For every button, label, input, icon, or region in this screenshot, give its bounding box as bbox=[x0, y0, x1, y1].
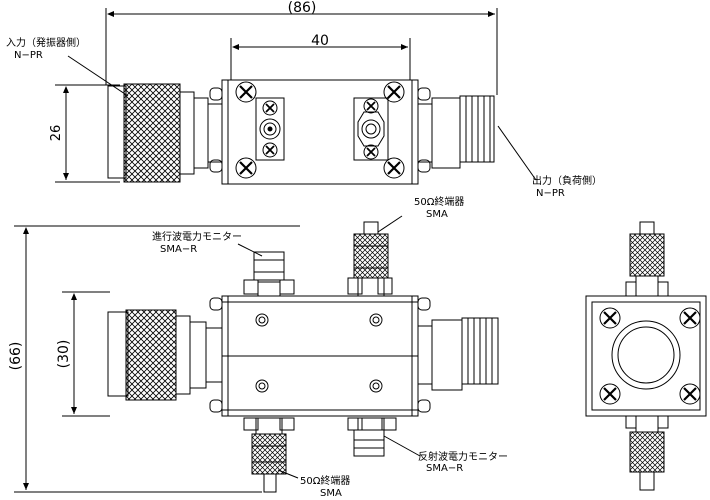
label-output-jp: 出力（負荷側） bbox=[532, 174, 602, 187]
dim-body-height-top: 26 bbox=[49, 125, 64, 142]
front-view bbox=[14, 215, 499, 493]
dim-body-height-front: (30) bbox=[56, 340, 72, 369]
label-terminator-bottom-type: SMA bbox=[320, 488, 342, 499]
dim-overall-height: (66) bbox=[8, 342, 24, 371]
label-forward-monitor-jp: 進行波電力モニター bbox=[152, 230, 242, 243]
top-view bbox=[55, 8, 537, 185]
label-input-jp: 入力（発振器側） bbox=[6, 36, 86, 49]
label-terminator-bottom-jp: 50Ω終端器 bbox=[300, 474, 350, 487]
label-forward-monitor-type: SMA−R bbox=[160, 244, 197, 255]
label-reflected-monitor-type: SMA−R bbox=[426, 463, 463, 474]
side-view bbox=[585, 221, 707, 491]
label-reflected-monitor-jp: 反射波電力モニター bbox=[418, 450, 508, 463]
label-output-type: N−PR bbox=[536, 188, 565, 199]
dim-overall-width: (86) bbox=[288, 0, 317, 16]
label-terminator-top-jp: 50Ω終端器 bbox=[414, 195, 464, 208]
dim-body-length: 40 bbox=[311, 33, 329, 49]
label-terminator-top-type: SMA bbox=[426, 209, 448, 220]
label-input-type: N−PR bbox=[14, 50, 43, 61]
